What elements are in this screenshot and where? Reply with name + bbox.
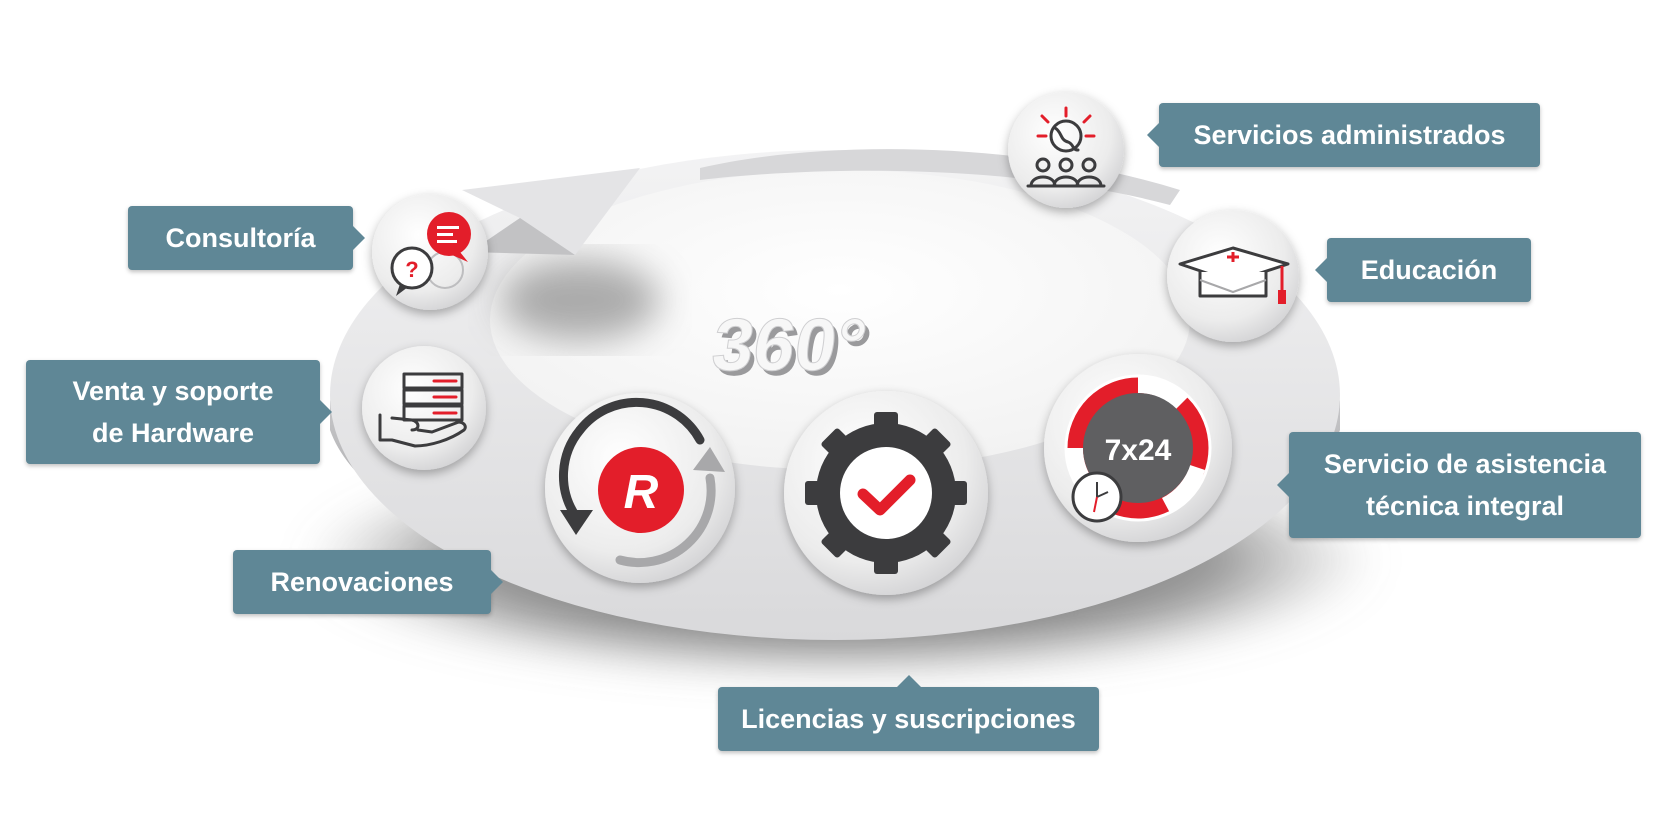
hardware-disc[interactable] bbox=[362, 346, 486, 470]
licencias-disc[interactable] bbox=[784, 391, 988, 595]
gear-check-icon bbox=[805, 412, 967, 574]
label-hardware-line1: Venta y soporte bbox=[72, 376, 274, 406]
svg-text:360°: 360° bbox=[712, 308, 877, 391]
label-asistencia-line1: Servicio de asistencia bbox=[1323, 449, 1607, 479]
label-licencias: Licencias y suscripciones bbox=[718, 675, 1099, 751]
label-licencias-text: Licencias y suscripciones bbox=[741, 704, 1076, 734]
asistencia-disc[interactable]: 7x24 bbox=[1044, 354, 1232, 542]
server-hand-icon bbox=[378, 372, 467, 448]
educacion-disc[interactable] bbox=[1167, 210, 1299, 342]
clock-7x24-icon: 7x24 bbox=[1064, 374, 1212, 523]
servicios-disc[interactable] bbox=[1008, 92, 1124, 208]
chat-bubbles-icon: ? bbox=[390, 212, 471, 296]
label-renovaciones: Renovaciones bbox=[233, 550, 503, 614]
ring-hole bbox=[490, 170, 1190, 470]
label-educacion-text: Educación bbox=[1360, 255, 1498, 285]
svg-text:?: ? bbox=[405, 257, 418, 282]
label-asistencia: Servicio de asistencia técnica integral bbox=[1277, 432, 1641, 538]
ring-hole-shadow bbox=[500, 260, 660, 340]
center-mark: 360° 360° bbox=[707, 303, 876, 391]
label-servicios: Servicios administrados bbox=[1147, 103, 1540, 167]
label-consultoria-text: Consultoría bbox=[165, 223, 316, 253]
label-consultoria: Consultoría bbox=[128, 206, 365, 270]
center-mark-text: 360° bbox=[707, 303, 872, 386]
label-renovaciones-text: Renovaciones bbox=[270, 567, 454, 597]
label-educacion: Educación bbox=[1315, 238, 1531, 302]
renew-letter: R bbox=[624, 466, 659, 519]
label-servicios-text: Servicios administrados bbox=[1193, 120, 1506, 150]
label-asistencia-line2: técnica integral bbox=[1365, 491, 1565, 521]
badge-7x24-text: 7x24 bbox=[1105, 434, 1172, 467]
renew-cycle-icon: R bbox=[558, 397, 725, 568]
label-hardware: Venta y soporte de Hardware bbox=[26, 360, 332, 464]
consultoria-disc[interactable]: ? bbox=[372, 194, 488, 310]
renovaciones-disc[interactable]: R bbox=[545, 393, 735, 583]
graduation-cap-icon bbox=[1178, 246, 1290, 304]
globe-people-icon bbox=[1026, 106, 1106, 188]
label-hardware-line2: de Hardware bbox=[91, 418, 255, 448]
